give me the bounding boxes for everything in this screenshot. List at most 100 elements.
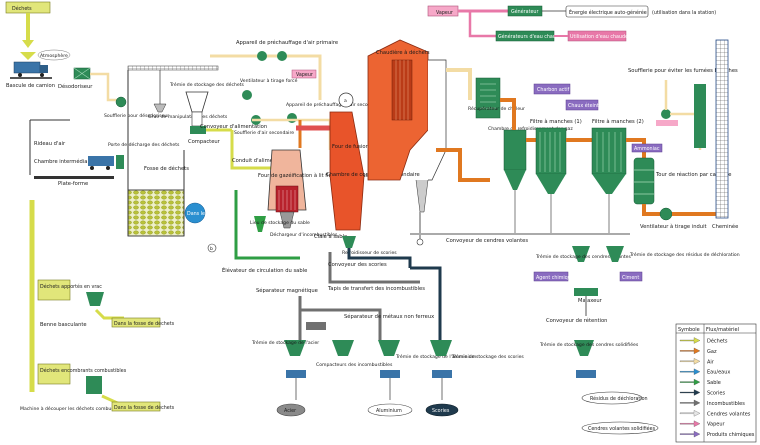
legend-swatch (679, 337, 701, 344)
slaked-lime-box (565, 99, 599, 111)
incomb-discharge-label: Déchargeur d'incombustibles (270, 231, 338, 238)
atmosphere-bubble (37, 49, 71, 61)
legend-swatch (679, 358, 701, 365)
incomb-compactor (332, 340, 354, 356)
slaked-lime-label: Chaux éteinte (568, 102, 602, 109)
out-solid-label: Cendres volantes solidifiées (588, 425, 656, 432)
deodorizer-label: Désodoriseur (58, 83, 93, 90)
catalyst-layers (634, 169, 654, 195)
chem-agent-box (533, 271, 569, 282)
out-dechlor-bubble (581, 391, 643, 405)
bag-filter-1-hopper (536, 174, 566, 194)
legend-row-label: Eau/eaux (707, 370, 730, 376)
air-recirc-line (446, 68, 472, 100)
steam-branch-line (468, 11, 496, 38)
reheater-column (694, 84, 706, 148)
tipping-bin-label: Benne basculante (40, 322, 87, 328)
sand-storage-label: Lieu de stockage du sable (250, 220, 310, 226)
heat-recovery-unit (475, 77, 501, 119)
legend-flux-header: Flux/matériel (706, 326, 739, 333)
truck-solid-icon (576, 370, 596, 378)
retention-conveyor-label: Convoyeur de rétention (546, 317, 607, 324)
legend-row-label: Air (707, 359, 715, 365)
waste-input-label: Déchets (12, 5, 32, 12)
kneader-label: Malaxeur (578, 298, 603, 304)
compactor-label: Compacteur (188, 139, 221, 145)
legend-swatch (679, 420, 701, 427)
loading-door-label: Porte de décharge des déchets (108, 141, 180, 148)
compactor-unit (190, 126, 206, 134)
into-furnace-bubble (184, 202, 206, 224)
bag-filter-1-pattern (539, 132, 561, 172)
slag-cooler-unit (342, 236, 356, 248)
legend-row-label: Scories (707, 391, 726, 397)
slag-hopper (430, 340, 452, 356)
self-power-box (565, 5, 649, 18)
output-leaders (295, 378, 443, 400)
out-steel-label: Acier (284, 408, 296, 414)
separation-lines (298, 296, 382, 340)
out-alu-bubble (367, 403, 413, 417)
deodorizer-fan-icon (115, 96, 127, 108)
feed-duct-line (230, 130, 276, 170)
pit-walls (127, 70, 185, 236)
solidified-hopper (574, 340, 594, 356)
truck-scale-label: Bascule de camion (6, 83, 55, 89)
flue-gas-line-1 (436, 148, 490, 182)
cement-box (619, 271, 643, 282)
feed-conveyor-label: Convoyeur d'alimentation (200, 124, 267, 130)
flyash-conveyor-label: Convoyeur de cendres volantes (446, 238, 528, 244)
in-station-label: (utilisation dans la station) (652, 10, 716, 16)
slag-line (347, 248, 412, 268)
dechlor-hopper (606, 246, 624, 262)
legend: Symbole Flux/matériel DéchetsGazAirEau/e… (675, 323, 757, 443)
steam-small-box (291, 69, 317, 79)
air-curtain-label: Rideau d'air (34, 141, 66, 147)
cooling-chamber-hopper (504, 170, 526, 190)
kneader-unit (574, 288, 598, 296)
dechlor-hopper-label: Trémie de stockage des résidus de déchlo… (629, 251, 740, 258)
truck-wheel-icon (106, 166, 110, 170)
loading-door (116, 155, 124, 169)
self-power-label: Énergie électrique auto-générée (569, 8, 647, 16)
truck-slag-icon (432, 370, 452, 378)
bag-filter-2-hopper (592, 174, 626, 194)
deodorizer-air-line (90, 72, 118, 102)
legend-row-label: Sable (707, 380, 721, 386)
shredder-label: Machine à découper les déchets combustib… (20, 405, 159, 412)
preheat-unit-label: Appareil de préchauffage d'air secondair… (286, 101, 382, 108)
legend-swatch (679, 347, 701, 355)
hot-water-label: Utilisation d'eau chaude (570, 34, 628, 40)
ammonia-box (631, 143, 663, 153)
primary-heater-icon (277, 51, 287, 61)
into-pit-1-label: Dans la fosse de déchets (114, 320, 175, 327)
bed-pattern (278, 190, 296, 210)
bag-filter-2-label: Filtre à manches (2) (592, 118, 644, 125)
crane-rail (127, 65, 219, 71)
white-smoke-fan-label: Soufflerie pour éviter les fumées blanch… (628, 67, 738, 74)
intermediate-chamber-label: Chambre intermédiaire (34, 158, 94, 165)
legend-symbol-header: Symbole (678, 327, 700, 333)
activated-carbon-box (533, 83, 571, 95)
truck-wheel-icon (40, 73, 44, 77)
forced-draft-fan-icon (242, 90, 252, 100)
large-waste-label: Déchets encombrants combustibles (40, 367, 127, 374)
waste-pit-label: Fosse de déchets (144, 165, 189, 172)
primary-preheater-label: Appareil de préchauffage d'air primaire (236, 39, 338, 46)
catalyst-tower-label: Tour de réaction par catalyse (655, 171, 731, 178)
legend-row-label: Cendres volantes (707, 411, 751, 417)
out-slag-bubble (425, 403, 459, 417)
alu-hopper (378, 340, 400, 356)
crane-grab-icon (153, 103, 167, 113)
economizer-shell (428, 59, 447, 181)
heat-recovery-label: Récupérateur de chaleur (468, 105, 525, 112)
steel-hopper (284, 340, 306, 356)
flue-gas-line-2 (500, 98, 516, 130)
gasification-furnace-label: Four de gazéification à lit fluidisé et … (258, 172, 376, 179)
boiler-tube-pattern (395, 60, 409, 120)
sand-loop-line (234, 190, 300, 260)
out-dechlor-label: Résidus de déchloration (590, 395, 648, 402)
legend-row-label: Déchets (707, 338, 728, 345)
storage-hopper (185, 91, 209, 113)
burner-icon (338, 92, 354, 108)
